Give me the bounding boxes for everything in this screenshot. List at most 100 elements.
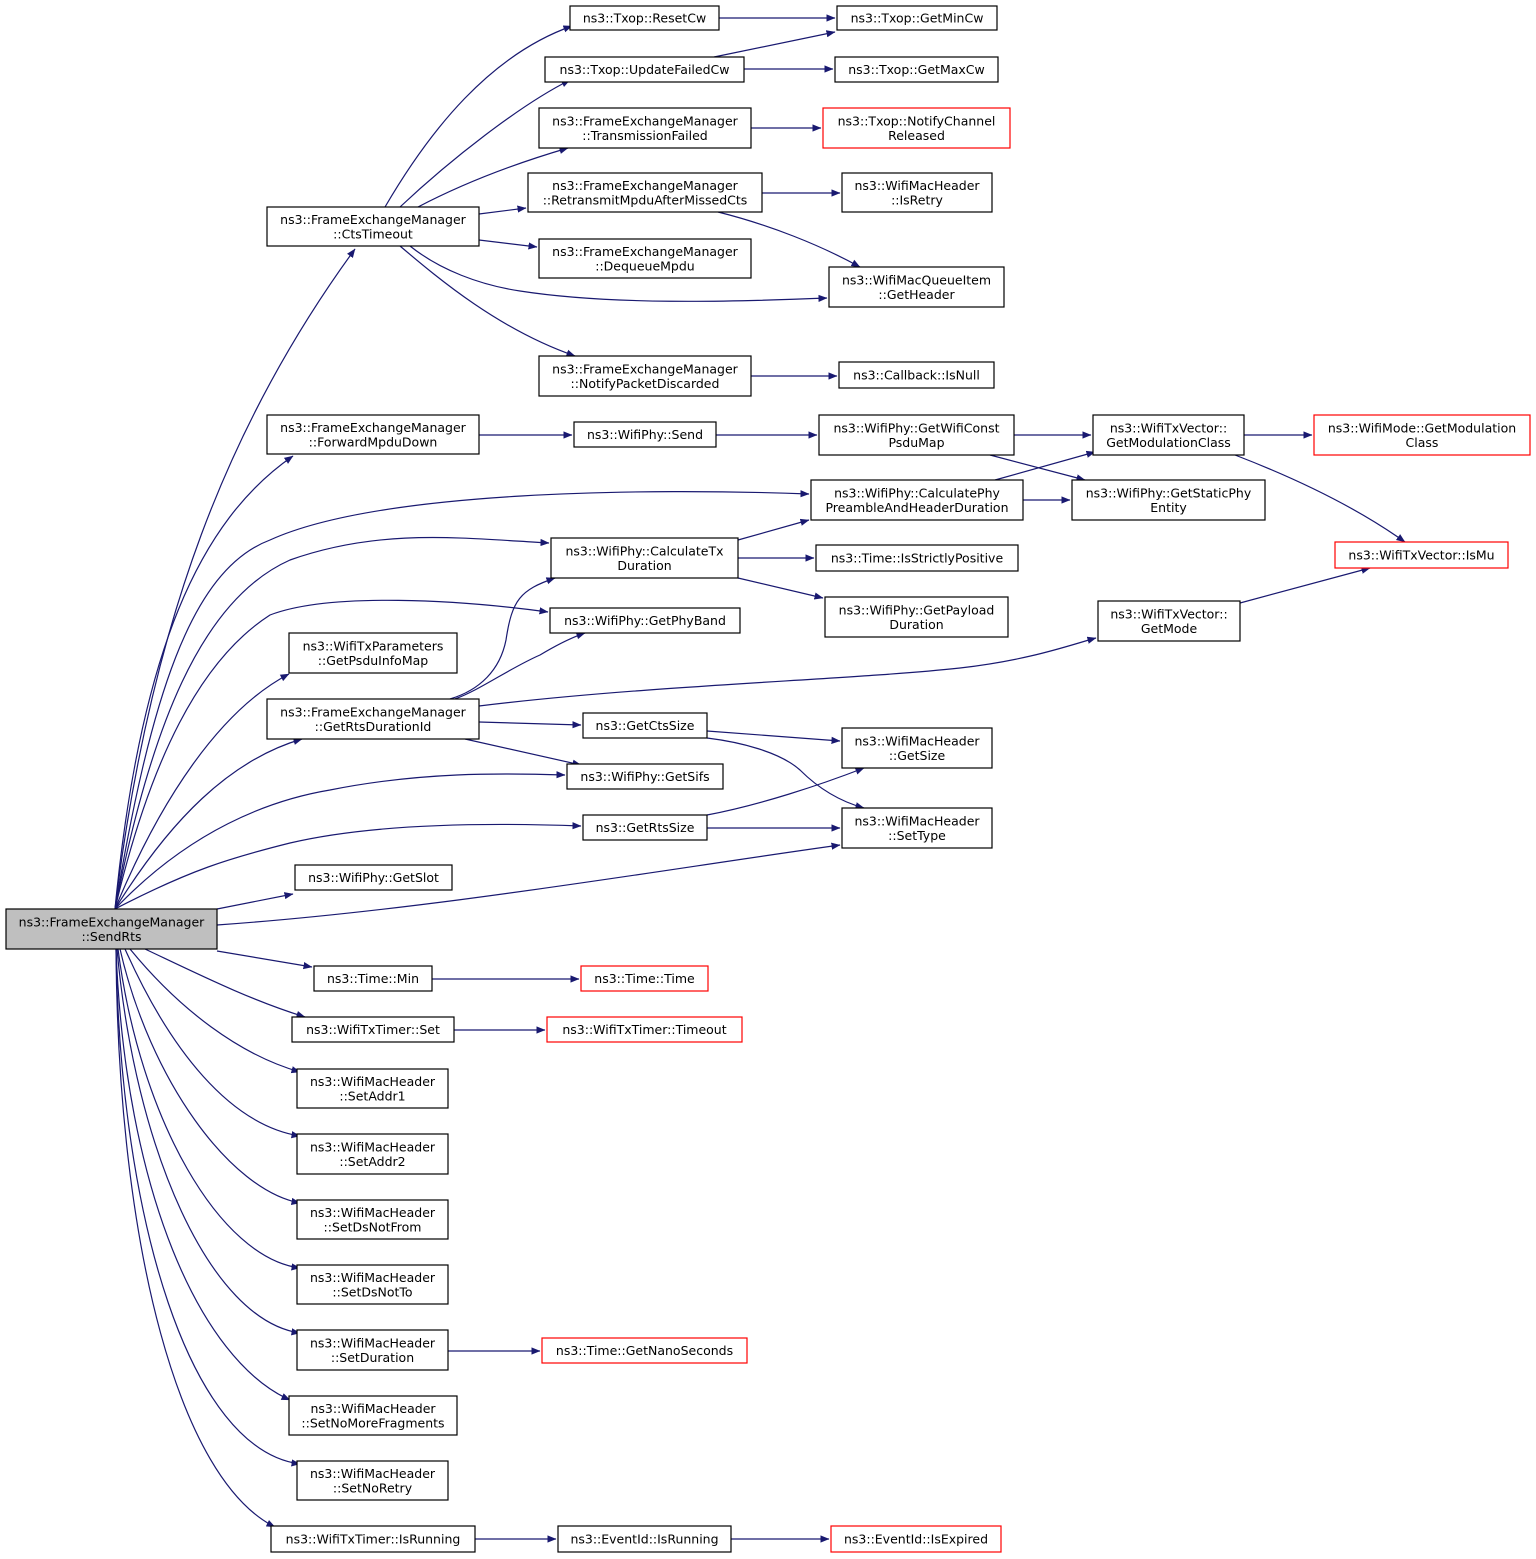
node-eventIsRunning[interactable]: ns3::EventId::IsRunning bbox=[557, 1525, 732, 1553]
node-retransmitMpdu[interactable]: ns3::FrameExchangeManager::RetransmitMpd… bbox=[527, 172, 763, 213]
node-box[interactable] bbox=[288, 1395, 458, 1436]
node-box[interactable] bbox=[296, 1133, 449, 1175]
node-calcPreamble[interactable]: ns3::WifiPhy::CalculatePhyPreambleAndHea… bbox=[810, 479, 1024, 521]
node-box[interactable] bbox=[1092, 414, 1245, 456]
node-forwardMpduDown[interactable]: ns3::FrameExchangeManager::ForwardMpduDo… bbox=[266, 414, 480, 455]
node-box[interactable] bbox=[836, 5, 998, 31]
node-resetCw[interactable]: ns3::Txop::ResetCw bbox=[569, 5, 720, 31]
node-box[interactable] bbox=[1334, 541, 1509, 569]
node-getRtsDurationId[interactable]: ns3::FrameExchangeManager::GetRtsDuratio… bbox=[266, 698, 480, 740]
node-modeGetModulationClass[interactable]: ns3::WifiMode::GetModulationClass bbox=[1313, 414, 1531, 456]
node-txTimerSet[interactable]: ns3::WifiTxTimer::Set bbox=[291, 1016, 455, 1043]
node-getMinCw[interactable]: ns3::Txop::GetMinCw bbox=[836, 5, 998, 31]
node-getPhyBand[interactable]: ns3::WifiPhy::GetPhyBand bbox=[549, 607, 741, 634]
node-queueItemGetHeader[interactable]: ns3::WifiMacQueueItem::GetHeader bbox=[828, 266, 1005, 308]
node-txTimerIsRunning[interactable]: ns3::WifiTxTimer::IsRunning bbox=[270, 1525, 476, 1553]
node-dequeueMpdu[interactable]: ns3::FrameExchangeManager::DequeueMpdu bbox=[538, 238, 752, 279]
node-setDsNotTo[interactable]: ns3::WifiMacHeader::SetDsNotTo bbox=[296, 1264, 449, 1305]
node-notifyPacketDiscarded[interactable]: ns3::FrameExchangeManager::NotifyPacketD… bbox=[538, 355, 752, 397]
node-box[interactable] bbox=[838, 361, 995, 389]
node-box[interactable] bbox=[291, 1016, 455, 1043]
node-setAddr2[interactable]: ns3::WifiMacHeader::SetAddr2 bbox=[296, 1133, 449, 1175]
node-getSlot[interactable]: ns3::WifiPhy::GetSlot bbox=[294, 864, 453, 891]
node-box[interactable] bbox=[538, 238, 752, 279]
node-phySend[interactable]: ns3::WifiPhy::Send bbox=[573, 421, 717, 448]
node-isRetry[interactable]: ns3::WifiMacHeader::IsRetry bbox=[841, 172, 993, 213]
node-box[interactable] bbox=[538, 355, 752, 397]
node-box[interactable] bbox=[557, 1525, 732, 1553]
node-timeCtor[interactable]: ns3::Time::Time bbox=[580, 965, 709, 992]
node-box[interactable] bbox=[828, 266, 1005, 308]
node-getMaxCw[interactable]: ns3::Txop::GetMaxCw bbox=[834, 56, 999, 83]
node-box[interactable] bbox=[1071, 479, 1266, 521]
node-getSifs[interactable]: ns3::WifiPhy::GetSifs bbox=[566, 763, 724, 790]
node-box[interactable] bbox=[841, 172, 993, 213]
node-txVectorIsMu[interactable]: ns3::WifiTxVector::IsMu bbox=[1334, 541, 1509, 569]
node-setDsNotFrom[interactable]: ns3::WifiMacHeader::SetDsNotFrom bbox=[296, 1199, 449, 1240]
node-box[interactable] bbox=[270, 1525, 476, 1553]
node-box[interactable] bbox=[541, 1337, 748, 1364]
node-box[interactable] bbox=[313, 965, 433, 992]
node-ctsTimeout[interactable]: ns3::FrameExchangeManager::CtsTimeout bbox=[266, 206, 480, 247]
node-box[interactable] bbox=[294, 864, 453, 891]
node-box[interactable] bbox=[527, 172, 763, 213]
node-box[interactable] bbox=[841, 727, 993, 769]
node-box[interactable] bbox=[830, 1525, 1002, 1553]
node-box[interactable] bbox=[266, 698, 480, 740]
node-setDuration[interactable]: ns3::WifiMacHeader::SetDuration bbox=[296, 1329, 449, 1371]
node-box[interactable] bbox=[810, 479, 1024, 521]
node-box[interactable] bbox=[5, 908, 218, 950]
node-box[interactable] bbox=[546, 1016, 743, 1043]
node-macHeaderGetSize[interactable]: ns3::WifiMacHeader::GetSize bbox=[841, 727, 993, 769]
node-getModulationClass[interactable]: ns3::WifiTxVector::GetModulationClass bbox=[1092, 414, 1245, 456]
node-getRtsSize[interactable]: ns3::GetRtsSize bbox=[582, 814, 708, 841]
node-box[interactable] bbox=[266, 206, 480, 247]
node-box[interactable] bbox=[296, 1199, 449, 1240]
node-box[interactable] bbox=[1313, 414, 1531, 456]
node-transmissionFailed[interactable]: ns3::FrameExchangeManager::TransmissionF… bbox=[538, 107, 752, 149]
node-box[interactable] bbox=[296, 1329, 449, 1371]
node-macHeaderSetType[interactable]: ns3::WifiMacHeader::SetType bbox=[841, 807, 993, 849]
node-box[interactable] bbox=[550, 537, 739, 579]
node-box[interactable] bbox=[569, 5, 720, 31]
node-box[interactable] bbox=[296, 1068, 449, 1109]
node-box[interactable] bbox=[818, 414, 1015, 456]
node-getPsduInfoMap[interactable]: ns3::WifiTxParameters::GetPsduInfoMap bbox=[288, 632, 458, 674]
node-timeMin[interactable]: ns3::Time::Min bbox=[313, 965, 433, 992]
node-box[interactable] bbox=[1097, 600, 1241, 642]
node-box[interactable] bbox=[296, 1460, 449, 1501]
node-box[interactable] bbox=[824, 596, 1009, 638]
node-box[interactable] bbox=[549, 607, 741, 634]
node-updateFailedCw[interactable]: ns3::Txop::UpdateFailedCw bbox=[544, 56, 745, 83]
node-setNoMoreFragments[interactable]: ns3::WifiMacHeader::SetNoMoreFragments bbox=[288, 1395, 458, 1436]
node-txTimerTimeout[interactable]: ns3::WifiTxTimer::Timeout bbox=[546, 1016, 743, 1043]
node-eventIsExpired[interactable]: ns3::EventId::IsExpired bbox=[830, 1525, 1002, 1553]
node-box[interactable] bbox=[288, 632, 458, 674]
node-box[interactable] bbox=[582, 712, 708, 739]
node-setAddr1[interactable]: ns3::WifiMacHeader::SetAddr1 bbox=[296, 1068, 449, 1109]
node-box[interactable] bbox=[544, 56, 745, 83]
node-box[interactable] bbox=[582, 814, 708, 841]
node-box[interactable] bbox=[834, 56, 999, 83]
node-isStrictlyPositive[interactable]: ns3::Time::IsStrictlyPositive bbox=[815, 544, 1019, 572]
node-root[interactable]: ns3::FrameExchangeManager::SendRts bbox=[5, 908, 218, 950]
node-txVectorGetMode[interactable]: ns3::WifiTxVector::GetMode bbox=[1097, 600, 1241, 642]
node-box[interactable] bbox=[822, 107, 1011, 149]
node-setNoRetry[interactable]: ns3::WifiMacHeader::SetNoRetry bbox=[296, 1460, 449, 1501]
node-callbackIsNull[interactable]: ns3::Callback::IsNull bbox=[838, 361, 995, 389]
node-box[interactable] bbox=[266, 414, 480, 455]
node-getCtsSize[interactable]: ns3::GetCtsSize bbox=[582, 712, 708, 739]
node-box[interactable] bbox=[296, 1264, 449, 1305]
node-getNanoSeconds[interactable]: ns3::Time::GetNanoSeconds bbox=[541, 1337, 748, 1364]
node-box[interactable] bbox=[566, 763, 724, 790]
node-box[interactable] bbox=[841, 807, 993, 849]
node-box[interactable] bbox=[815, 544, 1019, 572]
node-box[interactable] bbox=[573, 421, 717, 448]
node-box[interactable] bbox=[580, 965, 709, 992]
node-box[interactable] bbox=[538, 107, 752, 149]
